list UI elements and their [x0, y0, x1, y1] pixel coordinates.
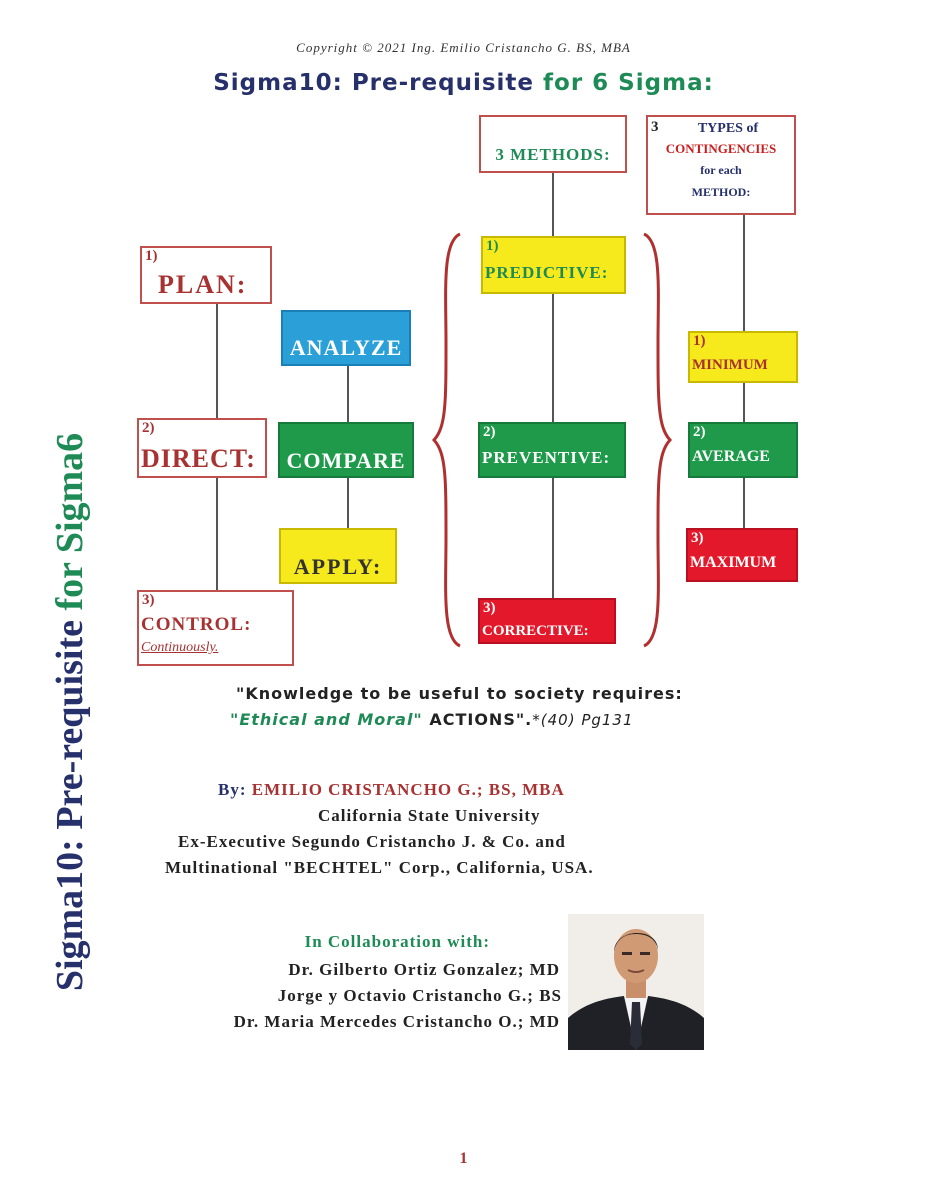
side-title-green: for Sigma6 — [49, 432, 91, 611]
action-compare: COMPARE — [278, 422, 414, 478]
step-direct-label: DIRECT: — [141, 444, 256, 473]
method-preventive-label: PREVENTIVE: — [482, 448, 611, 467]
contingency-minimum: 1) MINIMUM — [688, 331, 798, 383]
author-by: By: — [218, 780, 252, 799]
contingency-average-label: AVERAGE — [692, 448, 770, 465]
action-apply: APPLY: — [279, 528, 397, 584]
contingencies-header-num: 3 — [651, 119, 659, 135]
contingency-average: 2) AVERAGE — [688, 422, 798, 478]
author-line-4: Multinational "BECHTEL" Corp., Californi… — [165, 858, 594, 877]
methods-header: 3 METHODS: — [479, 115, 627, 173]
page-title: Sigma10: Pre-requisite for 6 Sigma: — [0, 70, 927, 96]
collab-name-3: Dr. Maria Mercedes Cristancho O.; MD — [233, 1012, 560, 1031]
method-corrective-num: 3) — [483, 600, 496, 616]
title-green: for 6 Sigma: — [543, 70, 714, 96]
method-preventive-num: 2) — [483, 424, 496, 440]
contingencies-header-line3: for each — [700, 163, 742, 177]
action-compare-label: COMPARE — [286, 448, 406, 473]
copyright-line: Copyright © 2021 Ing. Emilio Cristancho … — [296, 40, 631, 55]
contingency-average-num: 2) — [693, 424, 706, 440]
methods-header-label: 3 METHODS: — [495, 145, 611, 164]
side-title: Sigma10: Pre-requisite for Sigma6 — [48, 342, 92, 1082]
action-analyze-label: ANALYZE — [289, 335, 403, 360]
title-main: Sigma10: Pre-requisite — [213, 70, 544, 96]
author-portrait-image — [568, 914, 704, 1050]
method-predictive-label: PREDICTIVE: — [485, 263, 609, 282]
contingency-minimum-num: 1) — [693, 333, 706, 349]
method-predictive-num: 1) — [486, 238, 499, 254]
right-brace — [643, 232, 673, 648]
author-line-3: Ex-Executive Segundo Cristancho J. & Co.… — [178, 832, 566, 851]
contingencies-header: 3 TYPES of CONTINGENCIES for each METHOD… — [646, 115, 796, 215]
method-preventive: 2) PREVENTIVE: — [478, 422, 626, 478]
author-name: EMILIO CRISTANCHO G.; BS, MBA — [251, 780, 565, 799]
action-analyze: ANALYZE — [281, 310, 411, 366]
step-control-num: 3) — [142, 592, 155, 608]
step-plan: 1) PLAN: — [140, 246, 272, 304]
step-control: 3) CONTROL: Continuously. — [137, 590, 294, 666]
quote-line-1: "Knowledge to be useful to society requi… — [236, 684, 683, 703]
side-title-main: Sigma10: Pre-requisite — [49, 610, 91, 992]
methods-connector — [552, 172, 554, 600]
step-plan-label: PLAN: — [158, 270, 248, 299]
method-corrective: 3) CORRECTIVE: — [478, 598, 616, 644]
method-predictive: 1) PREDICTIVE: — [481, 236, 626, 294]
collab-heading: In Collaboration with: — [304, 932, 490, 951]
contingencies-header-line4: METHOD: — [691, 185, 751, 199]
page-number: 1 — [459, 1150, 468, 1167]
quote-line-2: "Ethical and Moral" ACTIONS".*(40) Pg131 — [230, 710, 730, 729]
step-plan-num: 1) — [145, 248, 158, 264]
contingency-maximum: 3) MAXIMUM — [686, 528, 798, 582]
quote-ref: *(40) Pg131 — [532, 711, 634, 729]
contingencies-header-line2: CONTINGENCIES — [665, 141, 777, 156]
contingency-maximum-label: MAXIMUM — [690, 554, 777, 571]
author-line-2: California State University — [318, 806, 541, 825]
author-line-1: By: EMILIO CRISTANCHO G.; BS, MBA — [218, 780, 718, 800]
step-control-sub: Continuously. — [141, 640, 219, 655]
step-control-label: CONTROL: — [141, 614, 252, 635]
left-brace — [431, 232, 461, 648]
collab-name-2: Jorge y Octavio Cristancho G.; BS — [277, 986, 562, 1005]
collab-name-1: Dr. Gilberto Ortiz Gonzalez; MD — [288, 960, 560, 979]
step-direct-num: 2) — [142, 420, 155, 436]
quote-ethical: "Ethical and Moral" — [230, 710, 423, 729]
method-corrective-label: CORRECTIVE: — [482, 623, 589, 639]
quote-actions: ACTIONS". — [422, 710, 533, 729]
action-apply-label: APPLY: — [293, 554, 383, 579]
step-direct: 2) DIRECT: — [137, 418, 267, 478]
contingency-minimum-label: MINIMUM — [692, 357, 768, 373]
contingencies-header-line1: TYPES of — [697, 121, 759, 136]
contingency-maximum-num: 3) — [691, 530, 704, 546]
author-photo — [568, 914, 704, 1050]
